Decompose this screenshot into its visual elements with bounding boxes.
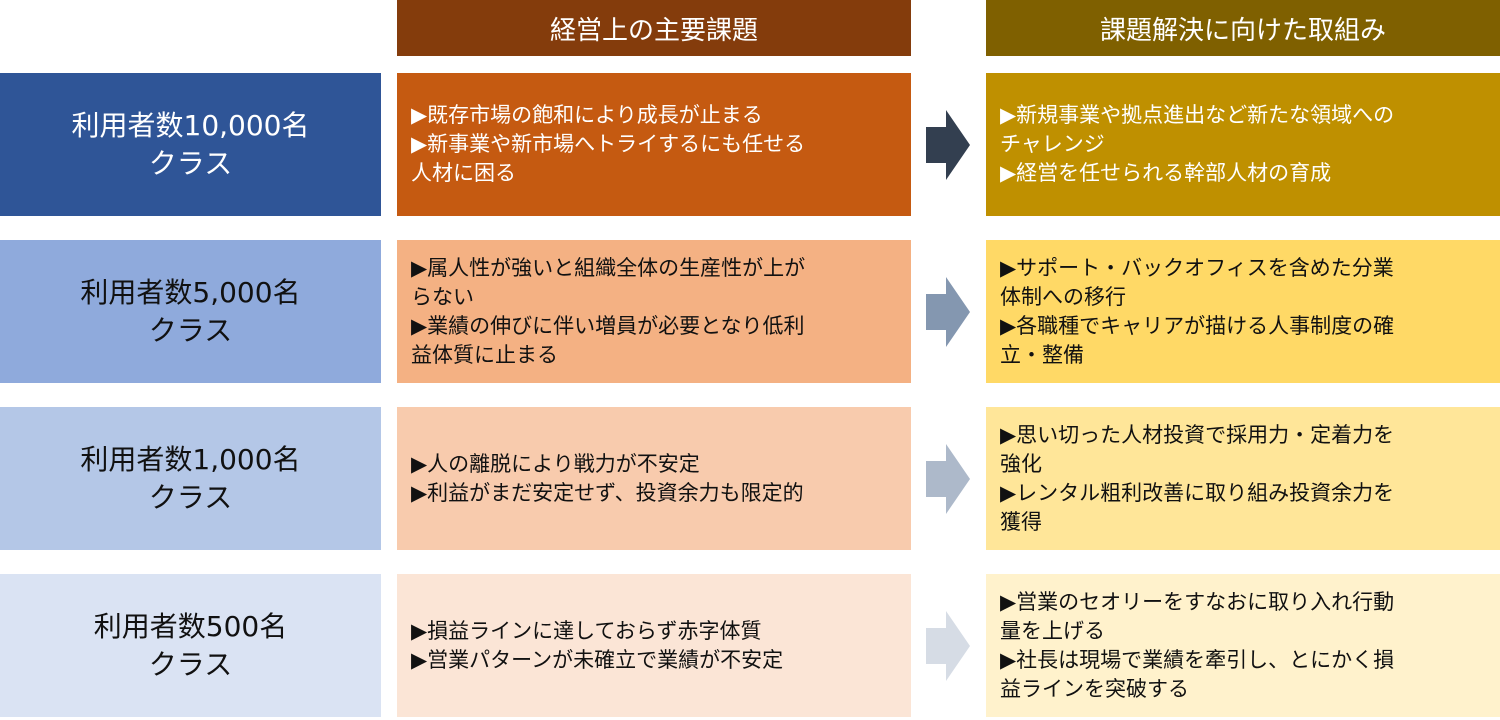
- actions-box-line: ▶経営を任せられる幹部人材の育成: [1000, 161, 1332, 185]
- actions-header: 課題解決に向けた取組み: [986, 0, 1500, 56]
- actions-box: ▶サポート・バックオフィスを含めた分業体制への移行 ▶各職種でキャリアが描ける人事…: [986, 240, 1500, 383]
- actions-box-line: ▶営業のセオリーをすなおに取り入れ行動: [1000, 589, 1395, 614]
- actions-box: ▶新規事業や拠点進出など新たな領域へのチャレンジ ▶経営を任せられる幹部人材の育成: [986, 73, 1500, 216]
- issues-box: ▶属人性が強いと組織全体の生産性が上がらない ▶業績の伸びに伴い増員が必要となり低…: [397, 240, 911, 383]
- class-label-line: 利用者数5,000名: [80, 275, 301, 309]
- class-label: 利用者数5,000名クラス: [0, 240, 381, 383]
- class-label-line: クラス: [148, 313, 233, 347]
- issues-box-line: ▶属人性が強いと組織全体の生産性が上が: [411, 255, 806, 280]
- class-label: 利用者数1,000名クラス: [0, 407, 381, 550]
- actions-box-line: ▶サポート・バックオフィスを含めた分業: [1000, 255, 1394, 280]
- class-label-line: クラス: [148, 480, 233, 514]
- actions-box-line: 体制への移行: [1000, 284, 1126, 309]
- issues-box-line: ▶新事業や新市場へトライするにも任せる: [411, 132, 806, 156]
- actions-box-line: 獲得: [1000, 509, 1042, 534]
- issues-box: ▶人の離脱により戦力が不安定 ▶利益がまだ安定せず、投資余力も限定的: [397, 407, 911, 550]
- class-label: 利用者数10,000名クラス: [0, 73, 381, 216]
- class-label: 利用者数500名クラス: [0, 574, 381, 717]
- right-arrow-icon: [926, 110, 970, 180]
- issues-box: ▶既存市場の飽和により成長が止まる ▶新事業や新市場へトライするにも任せる人材に困…: [397, 73, 911, 216]
- actions-box-line: チャレンジ: [1000, 132, 1105, 156]
- actions-box: ▶思い切った人材投資で採用力・定着力を強化 ▶レンタル粗利改善に取り組み投資余力を…: [986, 407, 1500, 550]
- actions-box-line: 強化: [1000, 451, 1042, 476]
- issues-box-line: ▶営業パターンが未確立で業績が不安定: [411, 647, 784, 672]
- actions-box-line: ▶各職種でキャリアが描ける人事制度の確: [1000, 313, 1395, 338]
- actions-box-line: ▶社長は現場で業績を牽引し、とにかく損: [1000, 647, 1395, 672]
- issues-box-line: ▶人の離脱により戦力が不安定: [411, 451, 700, 476]
- actions-box-line: ▶思い切った人材投資で採用力・定着力を: [1000, 422, 1395, 447]
- class-label-line: 利用者数10,000名: [71, 108, 310, 142]
- class-label-line: クラス: [148, 647, 233, 681]
- right-arrow-icon: [926, 277, 970, 347]
- actions-box-line: 量を上げる: [1000, 618, 1105, 643]
- actions-box-line: 益ラインを突破する: [1000, 676, 1189, 701]
- class-label-line: 利用者数1,000名: [80, 442, 301, 476]
- issues-box-line: 人材に困る: [411, 161, 516, 185]
- issues-box: ▶損益ラインに達しておらず赤字体質 ▶営業パターンが未確立で業績が不安定: [397, 574, 911, 717]
- issues-box-line: 益体質に止まる: [411, 342, 558, 367]
- issues-box-line: ▶利益がまだ安定せず、投資余力も限定的: [411, 480, 804, 505]
- right-arrow-icon: [926, 444, 970, 514]
- actions-box: ▶営業のセオリーをすなおに取り入れ行動量を上げる ▶社長は現場で業績を牽引し、とに…: [986, 574, 1500, 717]
- actions-box-line: 立・整備: [1000, 342, 1084, 367]
- issues-box-line: ▶損益ラインに達しておらず赤字体質: [411, 618, 762, 643]
- issues-box-line: ▶既存市場の飽和により成長が止まる: [411, 103, 763, 127]
- class-label-line: 利用者数500名: [93, 609, 288, 643]
- issues-header: 経営上の主要課題: [397, 0, 911, 56]
- actions-box-line: ▶レンタル粗利改善に取り組み投資余力を: [1000, 480, 1395, 505]
- issues-box-line: らない: [411, 284, 474, 309]
- class-label-line: クラス: [148, 146, 233, 180]
- actions-box-line: ▶新規事業や拠点進出など新たな領域への: [1000, 103, 1395, 127]
- issues-box-line: ▶業績の伸びに伴い増員が必要となり低利: [411, 313, 805, 338]
- right-arrow-icon: [926, 611, 970, 681]
